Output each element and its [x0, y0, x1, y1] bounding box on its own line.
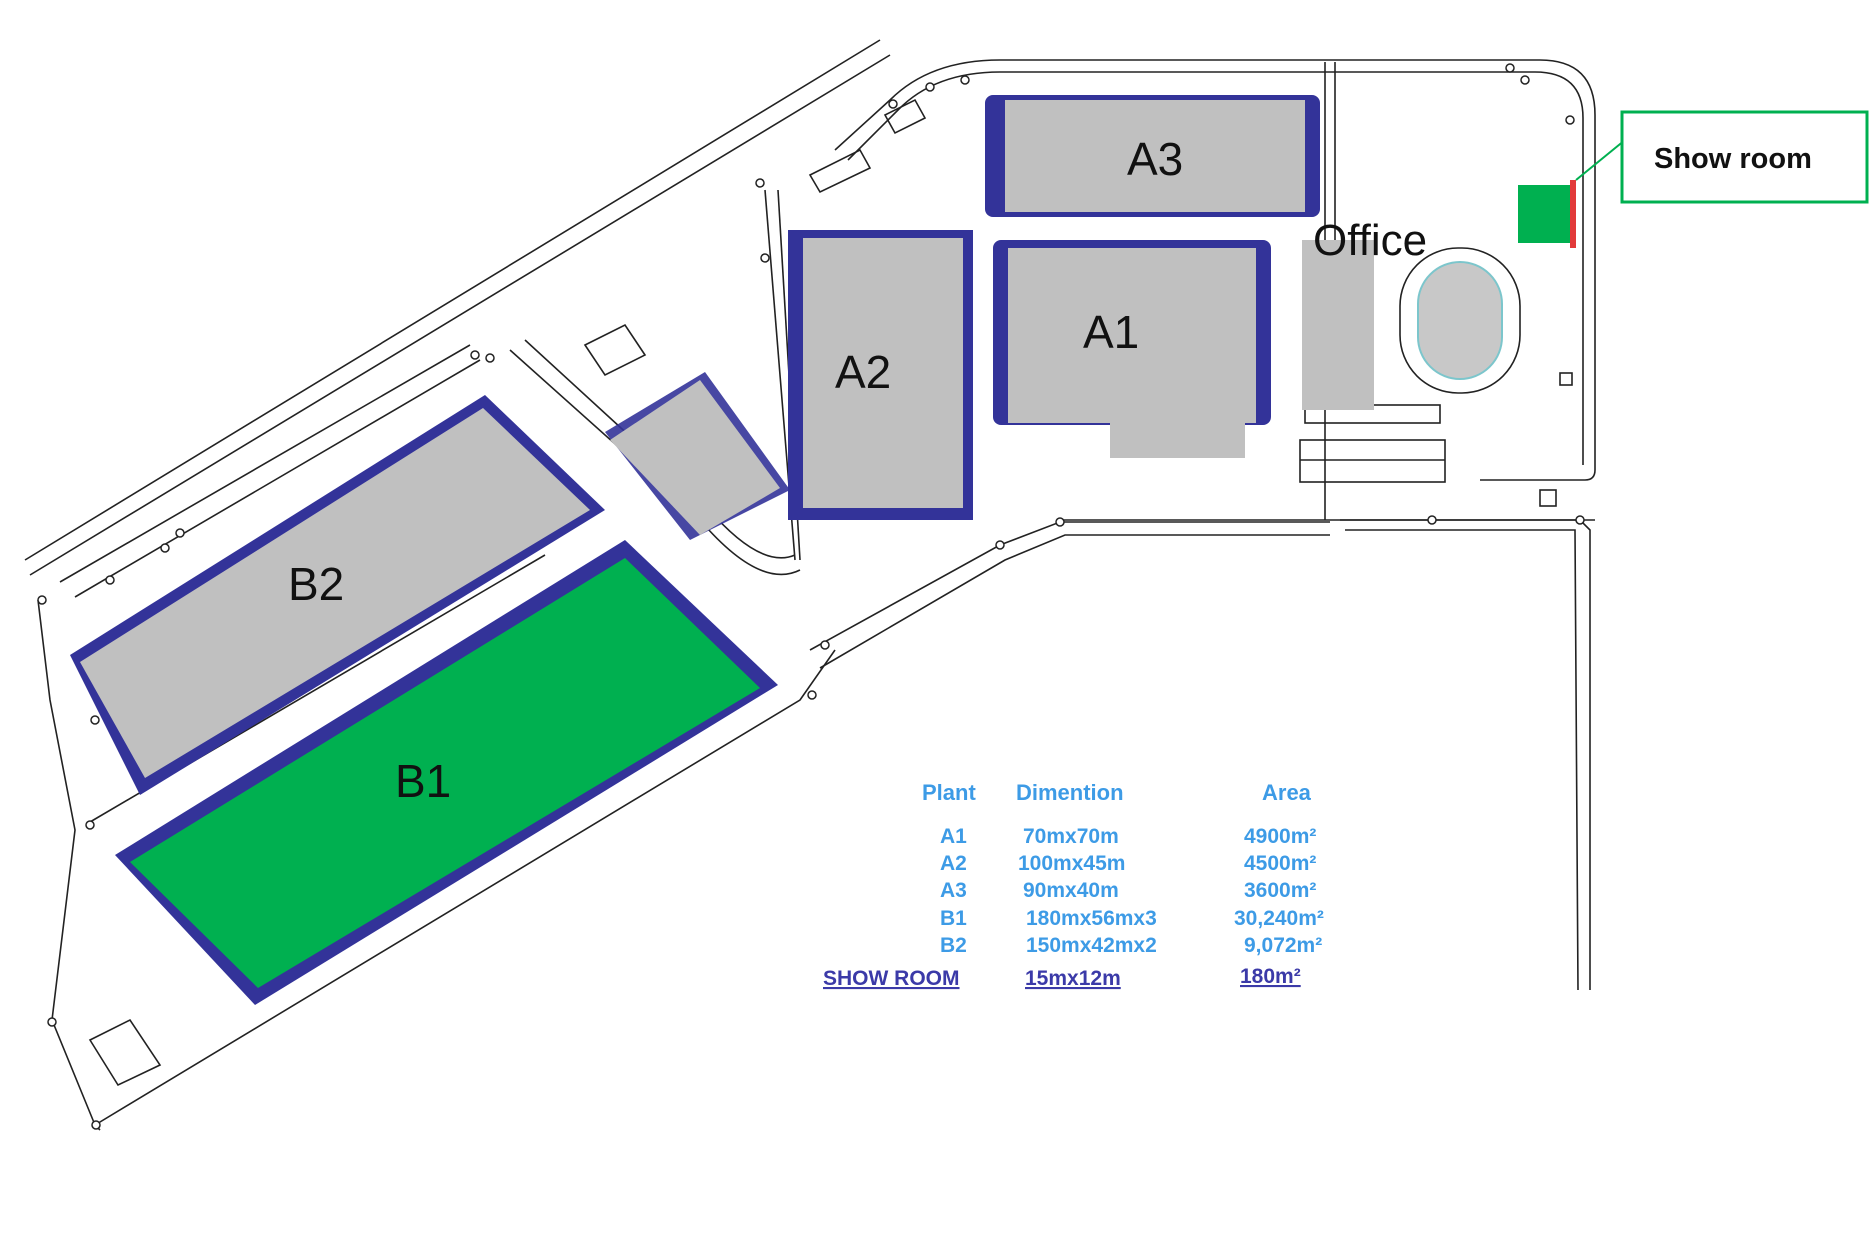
table-showroom-cell: SHOW ROOM	[823, 967, 960, 990]
building-b1: B1	[115, 540, 778, 1005]
building-a1: A1	[993, 240, 1271, 458]
table-cell: B2	[940, 934, 967, 957]
showroom-callout: Show room	[1620, 110, 1869, 204]
showroom-marker	[1518, 139, 1626, 248]
dimension-table: Plant Dimention Area A1 70mx70m 4900m² A…	[823, 780, 1324, 990]
showroom-callout-label: Show room	[1654, 143, 1812, 175]
table-cell: B1	[940, 907, 967, 930]
office-building: Office	[1302, 216, 1427, 410]
building-b1-label: B1	[395, 755, 451, 807]
table-cell: 3600m²	[1244, 879, 1316, 902]
building-a1-label: A1	[1083, 306, 1139, 358]
building-a2: A2	[788, 230, 973, 520]
office-label: Office	[1313, 216, 1427, 265]
table-header-area: Area	[1262, 780, 1312, 805]
building-annex	[605, 372, 790, 540]
building-a3: A3	[985, 95, 1320, 217]
table-cell: A2	[940, 852, 967, 875]
building-b2: B2	[70, 395, 605, 795]
table-header-dimension: Dimention	[1016, 780, 1124, 805]
table-cell: 70mx70m	[1023, 825, 1119, 848]
table-cell: 180mx56mx3	[1026, 907, 1157, 930]
building-a3-label: A3	[1127, 133, 1183, 185]
table-cell: 30,240m²	[1234, 907, 1324, 930]
table-cell: 90mx40m	[1023, 879, 1119, 902]
table-header-plant: Plant	[922, 780, 976, 805]
table-cell: 9,072m²	[1244, 934, 1322, 957]
table-showroom-cell: 15mx12m	[1025, 967, 1121, 990]
table-cell: A3	[940, 879, 967, 902]
building-b2-label: B2	[288, 558, 344, 610]
table-cell: 4900m²	[1244, 825, 1316, 848]
table-cell: 100mx45m	[1018, 852, 1125, 875]
table-cell: 4500m²	[1244, 852, 1316, 875]
table-cell: 150mx42mx2	[1026, 934, 1157, 957]
building-a2-label: A2	[835, 346, 891, 398]
table-cell: A1	[940, 825, 967, 848]
table-showroom-cell: 180m²	[1240, 965, 1301, 988]
